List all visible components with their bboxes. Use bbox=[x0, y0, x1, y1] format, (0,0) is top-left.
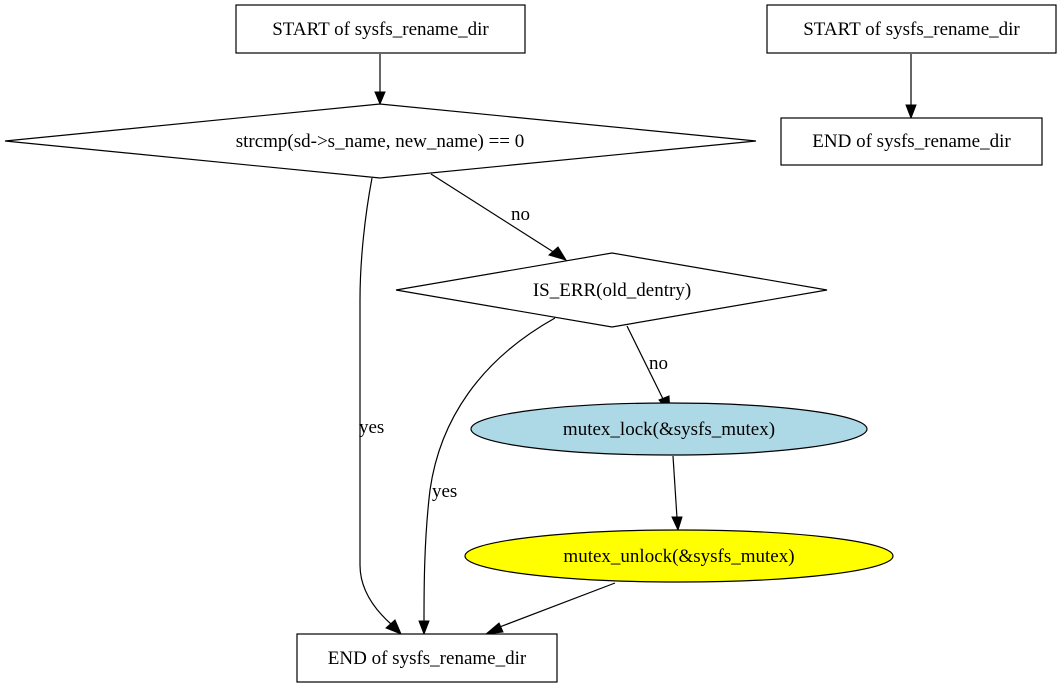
node-label: mutex_unlock(&sysfs_mutex) bbox=[563, 546, 794, 567]
node-end-main[interactable]: END of sysfs_rename_dir bbox=[296, 633, 558, 683]
edge-label-yes-2: yes bbox=[432, 481, 457, 502]
arrowhead bbox=[905, 104, 917, 120]
node-box bbox=[296, 633, 558, 683]
node-box bbox=[780, 117, 1043, 166]
arrowhead bbox=[418, 620, 430, 636]
node-label: mutex_lock(&sysfs_mutex) bbox=[563, 419, 775, 440]
edge-strcmp-no bbox=[430, 173, 556, 254]
node-box bbox=[766, 4, 1057, 54]
node-label: END of sysfs_rename_dir bbox=[328, 648, 527, 669]
node-start-main[interactable]: START of sysfs_rename_dir bbox=[235, 4, 526, 54]
arrowhead bbox=[374, 91, 386, 106]
node-mutex-unlock[interactable]: mutex_unlock(&sysfs_mutex) bbox=[464, 529, 894, 583]
edge-unlock-to-end bbox=[496, 582, 616, 629]
node-diamond bbox=[4, 103, 757, 179]
edge-strcmp-yes bbox=[359, 177, 393, 626]
node-cond-strcmp[interactable]: strcmp(sd->s_name, new_name) == 0 bbox=[4, 103, 757, 179]
edge-iserr-yes bbox=[423, 317, 556, 623]
arrowhead bbox=[385, 619, 402, 635]
node-label: IS_ERR(old_dentry) bbox=[533, 280, 691, 301]
node-label: START of sysfs_rename_dir bbox=[803, 19, 1020, 40]
edge-label-no-1: no bbox=[511, 204, 530, 225]
node-label: strcmp(sd->s_name, new_name) == 0 bbox=[236, 131, 525, 152]
node-label: START of sysfs_rename_dir bbox=[272, 19, 489, 40]
edge-iserr-no bbox=[626, 325, 666, 404]
arrowhead bbox=[547, 246, 568, 261]
node-ellipse bbox=[464, 529, 894, 583]
arrowhead bbox=[671, 516, 683, 532]
edge-label-yes-1: yes bbox=[359, 417, 384, 438]
edge-lock-to-unlock bbox=[672, 455, 678, 519]
node-diamond bbox=[395, 252, 828, 328]
node-cond-is-err[interactable]: IS_ERR(old_dentry) bbox=[395, 252, 828, 328]
node-mutex-lock[interactable]: mutex_lock(&sysfs_mutex) bbox=[470, 402, 868, 456]
node-ellipse bbox=[470, 402, 868, 456]
edge-label-no-2: no bbox=[649, 353, 668, 374]
node-start-alt[interactable]: START of sysfs_rename_dir bbox=[766, 4, 1057, 54]
node-label: END of sysfs_rename_dir bbox=[812, 131, 1011, 152]
arrowhead bbox=[484, 622, 504, 635]
node-end-alt[interactable]: END of sysfs_rename_dir bbox=[780, 117, 1043, 166]
node-box bbox=[235, 4, 526, 54]
